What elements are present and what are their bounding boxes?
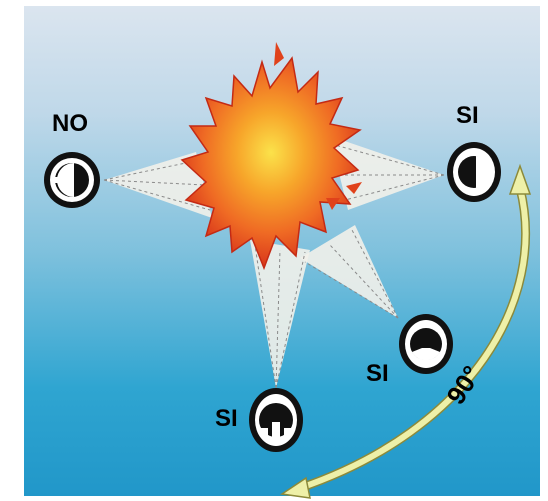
observer-head-si-lower-right bbox=[399, 314, 453, 374]
observer-head-no bbox=[44, 152, 100, 208]
beam-si-bottom bbox=[250, 240, 310, 388]
observer-head-si-bottom bbox=[249, 388, 303, 452]
label-si-lower-right: SI bbox=[366, 362, 389, 386]
explosion bbox=[182, 42, 362, 268]
label-si-right: SI bbox=[456, 104, 479, 128]
label-no: NO bbox=[52, 112, 88, 136]
observer-head-si-right bbox=[447, 142, 501, 202]
beam-si-lower-right bbox=[300, 225, 398, 318]
label-si-bottom: SI bbox=[215, 407, 238, 431]
